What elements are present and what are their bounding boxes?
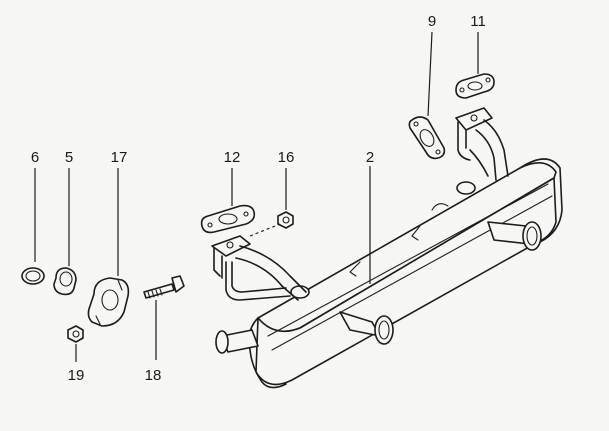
muffler-front-face <box>255 177 557 386</box>
part-label-2: 2 <box>365 149 375 166</box>
leader-9 <box>427 31 433 117</box>
muffler-crease-1 <box>267 183 549 337</box>
seal-ring-6-shape <box>21 267 45 285</box>
part-label-6: 6 <box>30 149 40 166</box>
bolt-18-shape <box>143 275 185 299</box>
gasket-9-shape <box>408 116 446 160</box>
stub-pipe-left-opening <box>215 330 229 354</box>
right-pipe-flange <box>455 107 493 131</box>
part-label-5: 5 <box>64 149 74 166</box>
ring-5-shape <box>53 267 77 296</box>
nut-19-shape <box>67 325 84 343</box>
gasket-11-shape <box>455 73 495 99</box>
tailpipe-middle-outlet <box>374 315 394 345</box>
part-label-17: 17 <box>110 149 128 166</box>
right-inlet-pipe <box>455 107 509 181</box>
nut-16-shape <box>277 211 294 229</box>
stub-pipe-left <box>215 329 259 354</box>
part-label-18: 18 <box>144 367 162 384</box>
gasket-12-shape <box>200 204 256 234</box>
part-label-19: 19 <box>67 367 85 384</box>
clamp-17-shape <box>87 277 130 327</box>
muffler-crease-2 <box>271 195 553 351</box>
tailpipe-middle <box>339 311 394 345</box>
muffler-right-end <box>519 158 563 243</box>
muffler-bracket <box>349 225 421 277</box>
tailpipe-right-outlet <box>522 221 542 251</box>
part-label-11: 11 <box>470 13 486 30</box>
muffler-body <box>248 158 563 389</box>
nut-16-assembly-line <box>249 223 281 237</box>
left-inlet-pipe <box>211 235 307 301</box>
left-pipe-flange <box>211 235 251 257</box>
part-label-9: 9 <box>427 13 437 30</box>
part-label-12: 12 <box>223 149 241 166</box>
tailpipe-right <box>487 221 542 251</box>
part-label-16: 16 <box>277 149 295 166</box>
